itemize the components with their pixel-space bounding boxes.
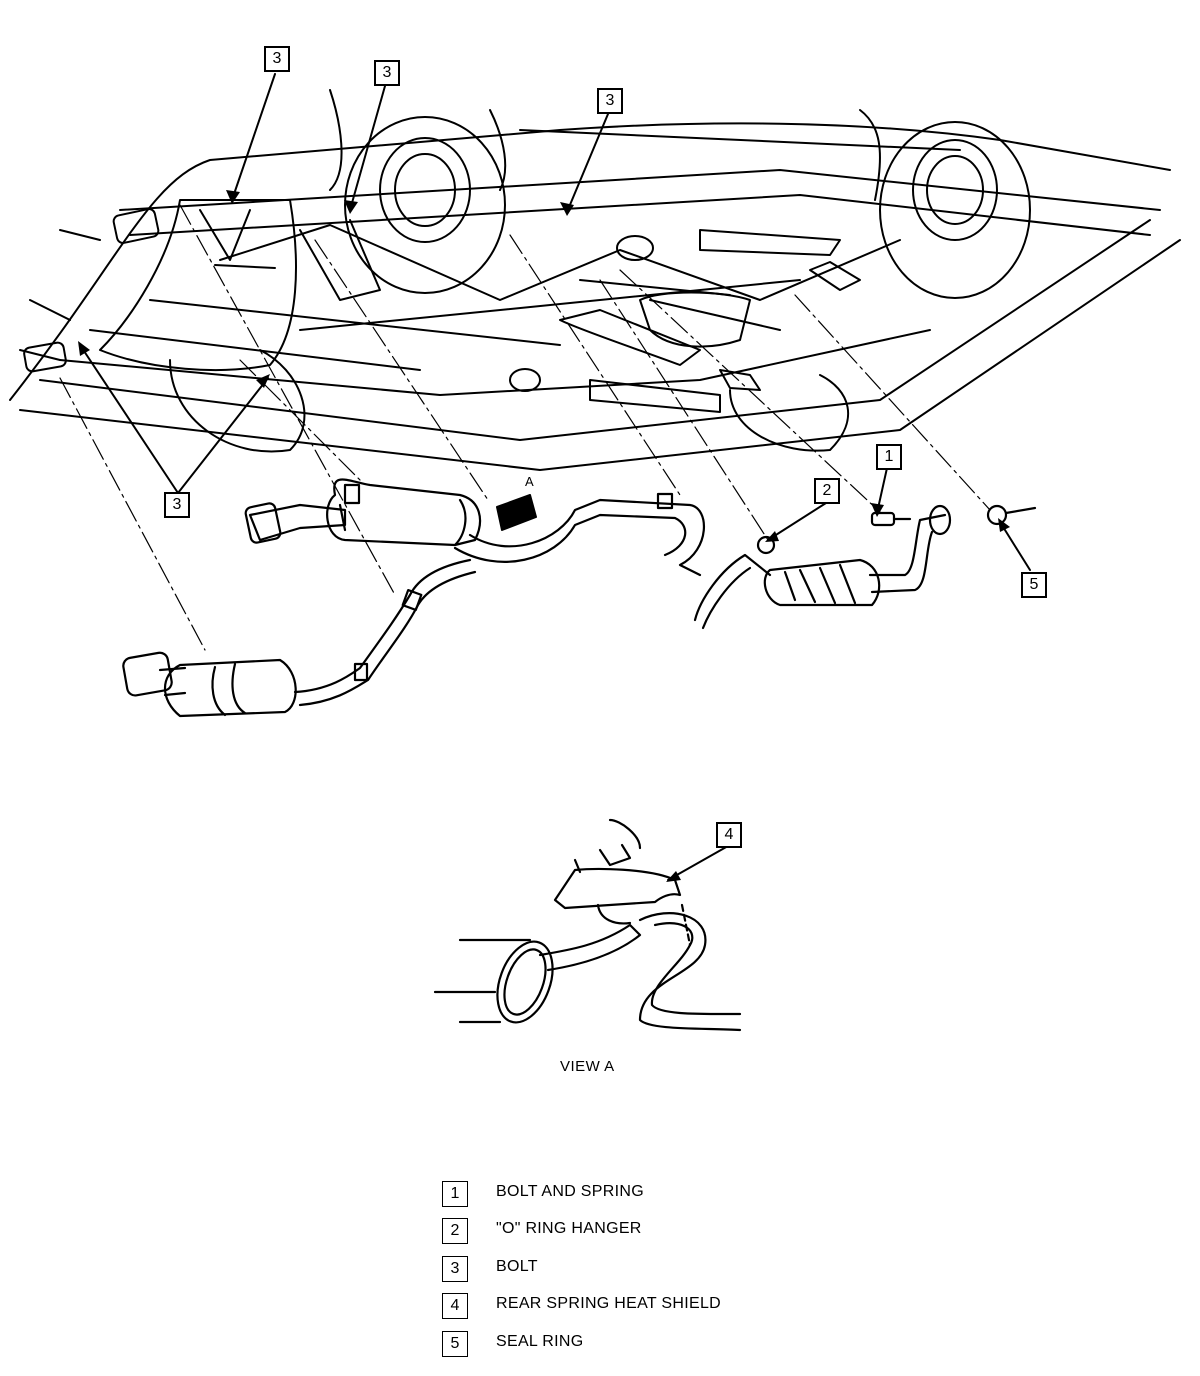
callout-heat-shield: 4: [716, 822, 742, 848]
alignment-lines: [59, 204, 991, 651]
callout-bolt-1: 3: [264, 46, 290, 72]
catalytic-converter: [763, 558, 881, 607]
legend-number: 1: [442, 1181, 468, 1207]
front-tailpipe: [248, 503, 347, 542]
front-muffler: [326, 478, 482, 547]
callout-bolt-3: 3: [597, 88, 623, 114]
legend-text: BOLT AND SPRING: [496, 1183, 644, 1200]
callout-arrowheads: [78, 190, 1010, 882]
callout-bolt-2: 3: [374, 60, 400, 86]
legend-text: SEAL RING: [496, 1332, 584, 1350]
vehicle-underbody: [9, 89, 1181, 471]
callout-o-ring-hanger: 2: [814, 478, 840, 504]
callout-leaders: [79, 73, 1031, 881]
legend-number: 4: [442, 1293, 468, 1320]
view-a-caption: VIEW A: [560, 1058, 615, 1075]
legend-text: BOLT: [496, 1257, 538, 1275]
wheels: [169, 116, 1031, 453]
exhaust-assembly: [122, 478, 1037, 718]
callout-bolt-4: 3: [164, 492, 190, 518]
view-a-marker-label: A: [525, 474, 534, 489]
rear-spring-heat-shield: [553, 867, 682, 910]
legend-number: 2: [442, 1218, 468, 1245]
legend-text: "O" RING HANGER: [496, 1220, 642, 1238]
view-a-detail: [433, 818, 742, 1032]
callout-seal-ring: 5: [1021, 572, 1047, 598]
legend-number: 5: [442, 1330, 468, 1357]
callout-bolt-and-spring: 1: [876, 444, 902, 470]
legend-number: 3: [442, 1255, 468, 1282]
rear-muffler: [164, 658, 297, 718]
view-a-marker-arrow: [496, 494, 537, 531]
legend-text: REAR SPRING HEAT SHIELD: [496, 1295, 722, 1313]
